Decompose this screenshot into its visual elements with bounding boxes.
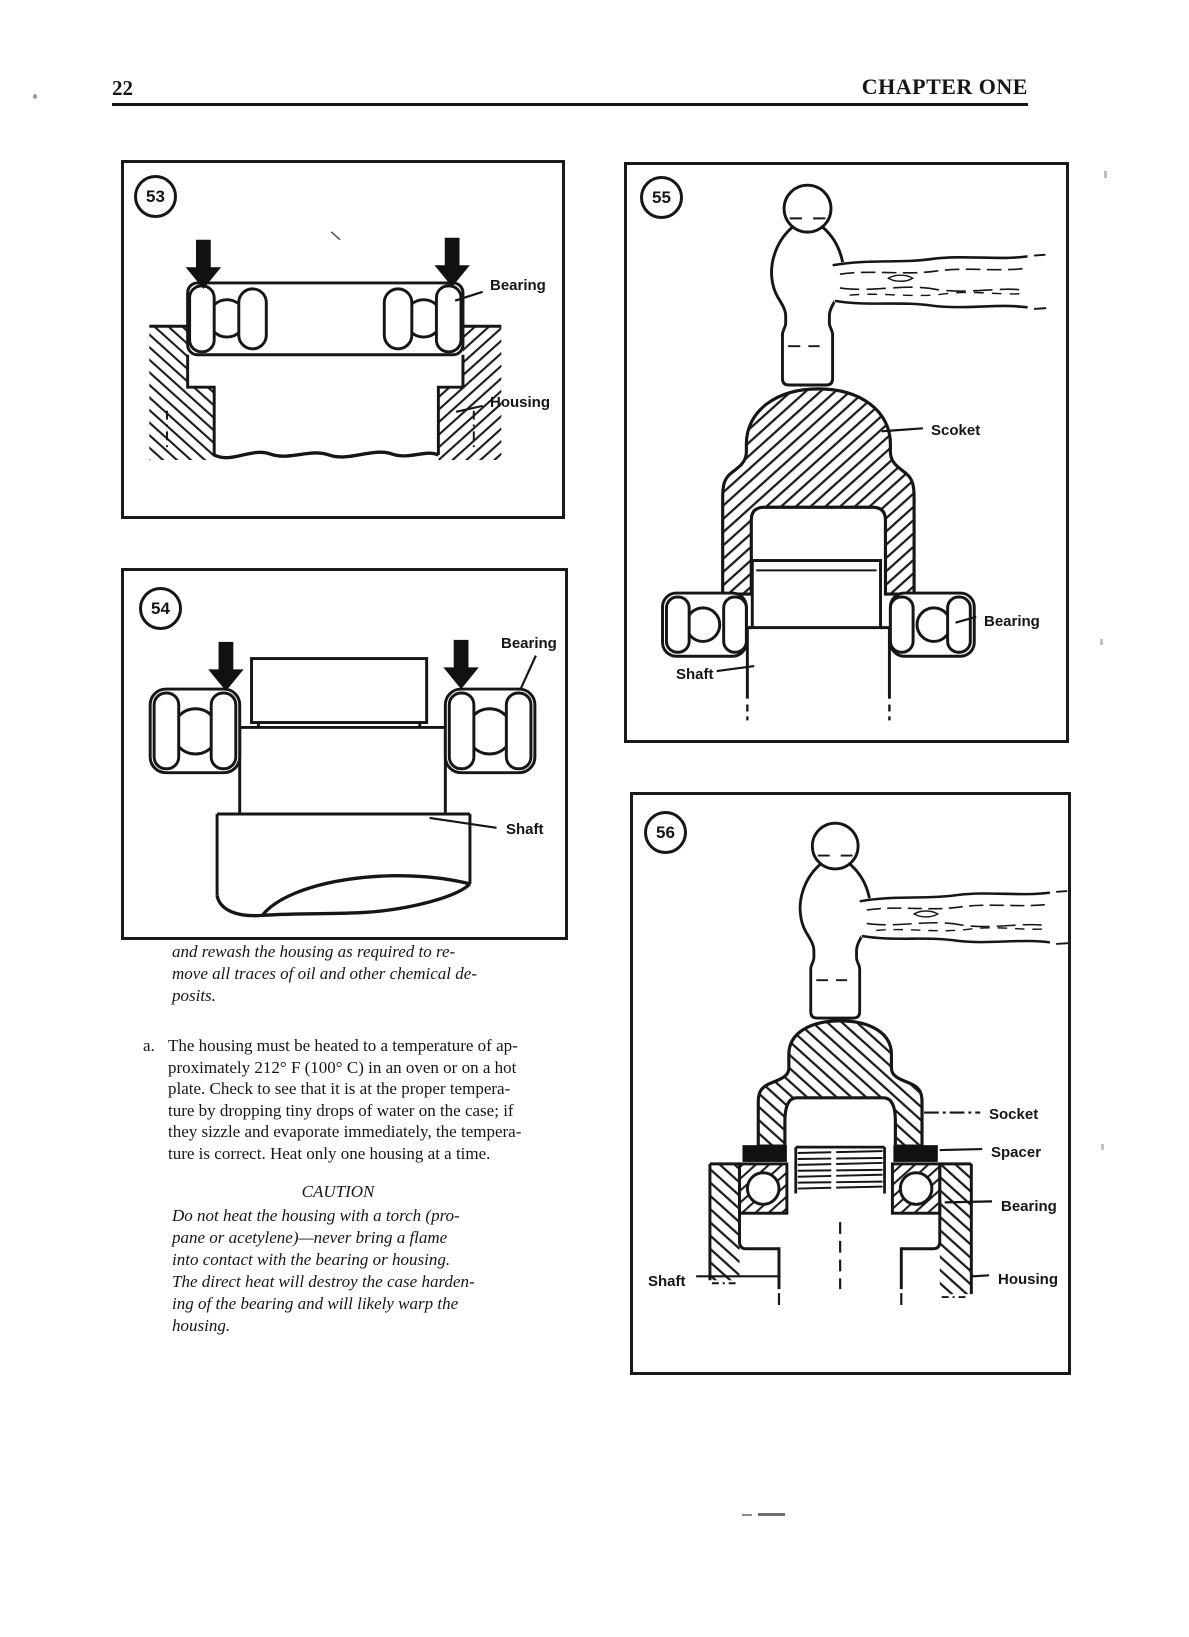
figure-53-number: 53 [134,175,177,218]
hammer [798,821,1068,1020]
fig54-bearing-right [443,687,537,775]
hammer [770,183,1047,387]
item-a-paragraph: The housing must be heated to a temperat… [168,1036,522,1163]
fig54-bearing-left [148,687,242,775]
caution-paragraph: Do not heat the housing with a torch (pr… [172,1206,475,1335]
socket [756,1019,924,1148]
fig56-label-housing: Housing [998,1271,1058,1288]
fig55-bearing-right [888,591,976,658]
scan-artifact [1104,171,1107,178]
figure-56: 56 Socket Spacer Bearing Housing Shaft [630,792,1071,1375]
fig54-label-shaft: Shaft [506,821,544,838]
fig53-housing [149,324,502,460]
hammer-handle [859,891,1054,944]
spacers [742,1145,938,1162]
fig56-bearing-right [890,1162,942,1215]
scan-artifact [1100,639,1103,645]
press-arrow-right [434,237,470,287]
caution-heading: CAUTION [301,1182,375,1201]
fig54-label-bearing: Bearing [501,635,557,652]
fig56-leader-lines [696,1111,993,1278]
fig53-drawing [149,231,502,460]
hammer-handle [832,254,1031,309]
fig56-label-spacer: Spacer [991,1144,1042,1161]
scan-artifact [742,1514,752,1516]
press-arrow-left [185,239,222,289]
figure-55: 55 Scoket Bearing Shaft [624,162,1069,743]
fig56-label-socket: Socket [989,1106,1039,1123]
fig54-drawing [148,639,537,918]
fig55-label-shaft: Shaft [676,666,714,683]
scan-tick [330,231,341,241]
fig54-shaft [215,657,472,918]
fig54-leader-lines [429,655,537,829]
intro-paragraph: and rewash the housing as required to re… [172,942,477,1005]
figure-53: 53 Bearing Housing [121,160,565,519]
scan-artifact [1101,1144,1104,1150]
fig53-bearing [186,281,465,357]
figure-55-number: 55 [640,176,683,219]
fig53-leader-lines [454,290,483,413]
item-a-marker: a. [143,1036,155,1055]
fig56-shaft [738,1213,942,1307]
fig56-bearing-left [738,1162,789,1215]
fig53-label-housing: Housing [490,394,550,411]
socket [721,387,916,596]
fig55-leader-lines [716,427,977,673]
fig55-drawing [661,183,1047,721]
threaded-shaft-end [794,1145,886,1194]
figure-54-number: 54 [139,587,182,630]
chapter-title: CHAPTER ONE [861,74,1028,99]
fig55-label-bearing: Bearing [984,613,1040,630]
fig53-label-bearing: Bearing [490,277,546,294]
page-number: 22 [112,76,133,100]
figure-56-number: 56 [644,811,687,854]
figure-54: 54 Bearing Shaft [121,568,568,940]
fig56-label-shaft: Shaft [648,1273,686,1290]
fig56-drawing [696,821,1068,1307]
press-arrow-left [208,641,244,692]
fig55-label-socket: Scoket [931,422,981,439]
press-arrow-right [443,639,479,690]
driven-race [750,559,883,630]
fig55-shaft [745,626,891,721]
fig56-label-bearing: Bearing [1001,1198,1057,1215]
fig55-bearing-left [661,591,748,658]
scan-artifact [33,94,37,99]
header-rule [112,103,1028,106]
scan-artifact [758,1513,785,1516]
